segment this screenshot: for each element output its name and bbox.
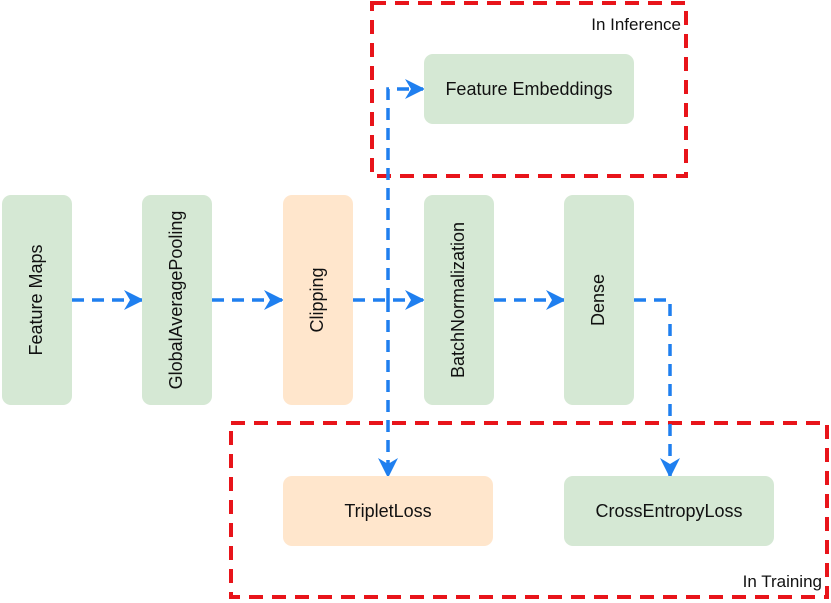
region-inference-border [370, 1, 688, 178]
node-feature-embeddings-label: Feature Embeddings [445, 79, 612, 99]
node-clipping: Clipping [283, 195, 353, 405]
node-feature-embeddings: Feature Embeddings [424, 54, 634, 124]
region-training-border [229, 421, 829, 599]
node-triplet-loss: TripletLoss [283, 476, 493, 546]
region-training: In Training [229, 421, 829, 599]
node-clipping-label: Clipping [307, 267, 327, 332]
region-inference: In Inference [370, 1, 688, 178]
edges [72, 79, 680, 478]
node-dense: Dense [564, 195, 634, 405]
node-triplet-loss-box [283, 476, 493, 546]
node-triplet-loss-label: TripletLoss [344, 501, 431, 521]
node-batch-normalization-box [424, 195, 494, 405]
node-dense-box [564, 195, 634, 405]
node-batch-normalization-label: BatchNormalization [448, 222, 468, 378]
node-feature-maps: Feature Maps [2, 195, 72, 405]
region-inference-label: In Inference [591, 15, 681, 34]
node-cross-entropy-loss: CrossEntropyLoss [564, 476, 774, 546]
edge-clipping-to-feature-embeddings [386, 79, 425, 300]
edge-dense-to-cross-entropy-loss [634, 298, 680, 478]
node-global-average-pooling: GlobalAveragePooling [142, 195, 212, 405]
node-global-average-pooling-label: GlobalAveragePooling [166, 211, 186, 390]
node-global-average-pooling-box [142, 195, 212, 405]
node-batch-normalization: BatchNormalization [424, 195, 494, 405]
node-feature-maps-label: Feature Maps [26, 244, 46, 355]
node-dense-label: Dense [588, 274, 608, 326]
node-clipping-box [283, 195, 353, 405]
region-training-label: In Training [743, 572, 822, 591]
node-feature-embeddings-box [424, 54, 634, 124]
node-cross-entropy-loss-box [564, 476, 774, 546]
node-feature-maps-box [2, 195, 72, 405]
node-cross-entropy-loss-label: CrossEntropyLoss [595, 501, 742, 521]
